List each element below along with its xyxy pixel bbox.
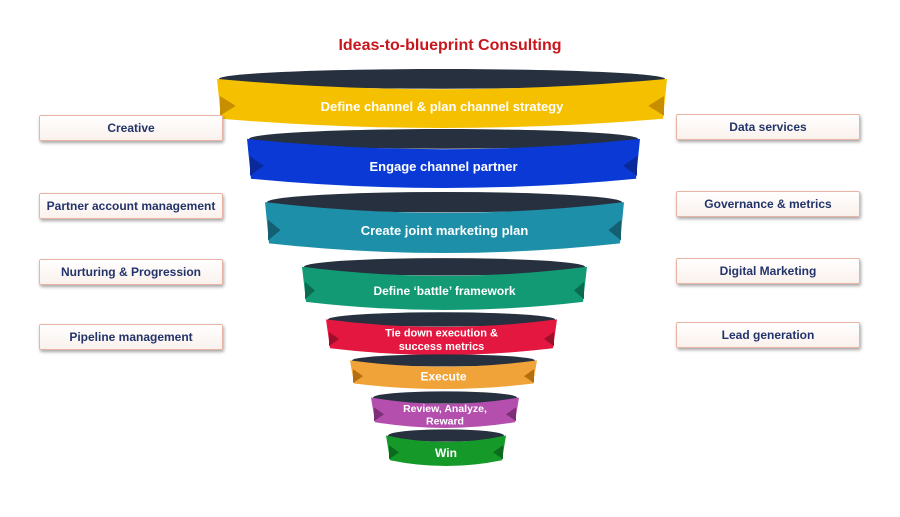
right-box-label: Digital Marketing bbox=[719, 264, 817, 278]
funnel-stage-right-arrow bbox=[493, 445, 503, 460]
funnel-stage-right-arrow bbox=[574, 281, 584, 300]
left-box-label: Pipeline management bbox=[69, 330, 193, 344]
funnel-stage-rim bbox=[328, 312, 555, 327]
funnel-stage-right-arrow bbox=[506, 407, 516, 422]
funnel-stage-right-arrow bbox=[648, 96, 664, 116]
funnel-stage-band bbox=[247, 138, 640, 188]
funnel-stage-right-arrow bbox=[544, 331, 554, 347]
funnel-stage-right-arrow bbox=[608, 219, 621, 241]
funnel-stage-left-arrow bbox=[389, 445, 399, 460]
right-box-label: Governance & metrics bbox=[704, 197, 832, 211]
left-box-1: Creative bbox=[39, 115, 223, 141]
funnel-stage-label: Win bbox=[435, 446, 457, 460]
funnel-stage-rim bbox=[249, 129, 638, 149]
left-box-4: Pipeline management bbox=[39, 324, 223, 350]
funnel-stage-rim bbox=[388, 429, 504, 442]
left-box-label: Creative bbox=[107, 121, 155, 135]
left-box-3: Nurturing & Progression bbox=[39, 259, 223, 285]
funnel-stage-rim bbox=[219, 69, 665, 89]
funnel-stage-label: Tie down execution & bbox=[385, 328, 498, 340]
funnel-stage-2: Engage channel partner bbox=[247, 129, 640, 188]
funnel-stage-label: Execute bbox=[420, 370, 466, 384]
funnel-stage-rim bbox=[352, 354, 535, 367]
funnel-stage-6: Execute bbox=[350, 354, 537, 389]
funnel-stage-label: Create joint marketing plan bbox=[361, 223, 529, 238]
funnel-stage-left-arrow bbox=[305, 281, 315, 300]
funnel-stage-8: Win bbox=[386, 429, 506, 466]
funnel-stage-band bbox=[302, 266, 587, 310]
funnel-stage-band bbox=[386, 435, 506, 466]
funnel-stage-label: success metrics bbox=[399, 341, 485, 353]
funnel-stage-label: Reward bbox=[426, 416, 464, 428]
funnel-stage-label: Define ‘battle’ framework bbox=[373, 284, 515, 298]
funnel-stage-band bbox=[371, 397, 519, 428]
funnel-stage-right-arrow bbox=[524, 369, 534, 384]
funnel-stage-7: Review, Analyze,Reward bbox=[371, 391, 519, 428]
left-box-label: Partner account management bbox=[46, 199, 216, 213]
funnel-stage-left-arrow bbox=[268, 219, 281, 241]
funnel-stage-band bbox=[265, 202, 624, 253]
funnel-stage-rim bbox=[267, 191, 622, 213]
funnel-stage-left-arrow bbox=[329, 331, 339, 347]
left-box-label: Nurturing & Progression bbox=[60, 265, 201, 279]
right-box-3: Digital Marketing bbox=[676, 258, 860, 284]
right-box-label: Lead generation bbox=[721, 328, 815, 342]
funnel-stage-left-arrow bbox=[374, 407, 384, 422]
funnel-stage-band bbox=[326, 319, 557, 355]
funnel-stage-band bbox=[350, 360, 537, 389]
funnel-stage-left-arrow bbox=[250, 156, 264, 176]
funnel-stage-label: Engage channel partner bbox=[369, 159, 517, 174]
right-box-label: Data services bbox=[729, 120, 807, 134]
diagram-title: Ideas-to-blueprint Consulting bbox=[338, 37, 562, 54]
right-box-4: Lead generation bbox=[676, 322, 860, 348]
funnel-stage-1: Define channel & plan channel strategy bbox=[217, 69, 667, 128]
funnel-stage-right-arrow bbox=[623, 156, 637, 176]
funnel-stage-4: Define ‘battle’ framework bbox=[302, 258, 587, 310]
funnel-stage-label: Define channel & plan channel strategy bbox=[321, 99, 564, 114]
funnel-stage-label: Review, Analyze, bbox=[403, 403, 487, 415]
funnel-stage-rim bbox=[373, 391, 517, 404]
funnel-stage-left-arrow bbox=[220, 96, 236, 116]
right-box-1: Data services bbox=[676, 114, 860, 140]
left-box-2: Partner account management bbox=[39, 193, 223, 219]
right-box-2: Governance & metrics bbox=[676, 191, 860, 217]
funnel-stage-left-arrow bbox=[353, 369, 363, 384]
funnel-stage-5: Tie down execution &success metrics bbox=[326, 312, 557, 355]
funnel-stage-3: Create joint marketing plan bbox=[265, 191, 624, 253]
funnel-stage-band bbox=[217, 78, 667, 128]
funnel-stage-rim bbox=[304, 258, 585, 276]
